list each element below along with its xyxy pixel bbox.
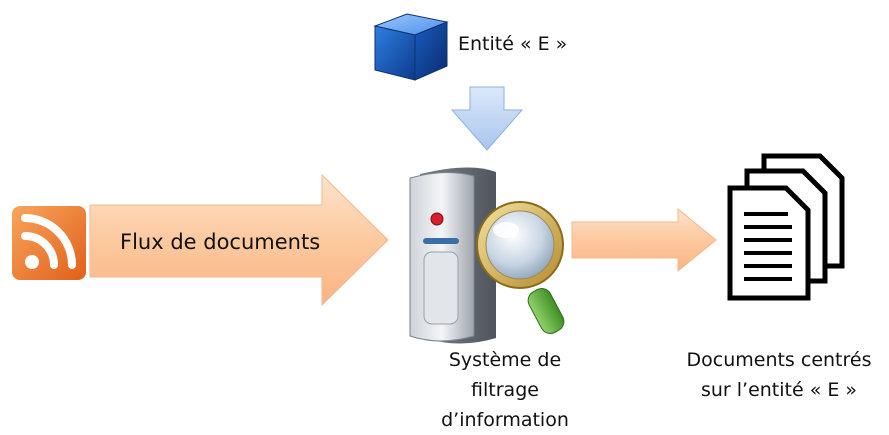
entity-down-arrow [450,86,524,151]
server-magnifier-icon [409,167,565,344]
cube-icon [373,13,449,81]
system-label-line1: Système de [448,349,562,371]
output-flow-arrow [571,207,717,273]
source-label: Flux de documents [120,230,321,254]
output-label: Documents centrés sur l’entité « E » [672,345,886,405]
entity-label: Entité « E » [458,33,568,55]
rss-feed-icon [12,206,86,280]
system-label-line2: filtrage d’information [441,379,569,431]
output-label-line2: sur l’entité « E » [700,379,858,401]
input-flow-arrow [89,173,389,307]
output-label-line1: Documents centrés [686,349,872,371]
documents-stack-icon [727,153,845,301]
diagram-canvas [12,13,845,344]
system-label: Système de filtrage d’information [410,345,600,435]
